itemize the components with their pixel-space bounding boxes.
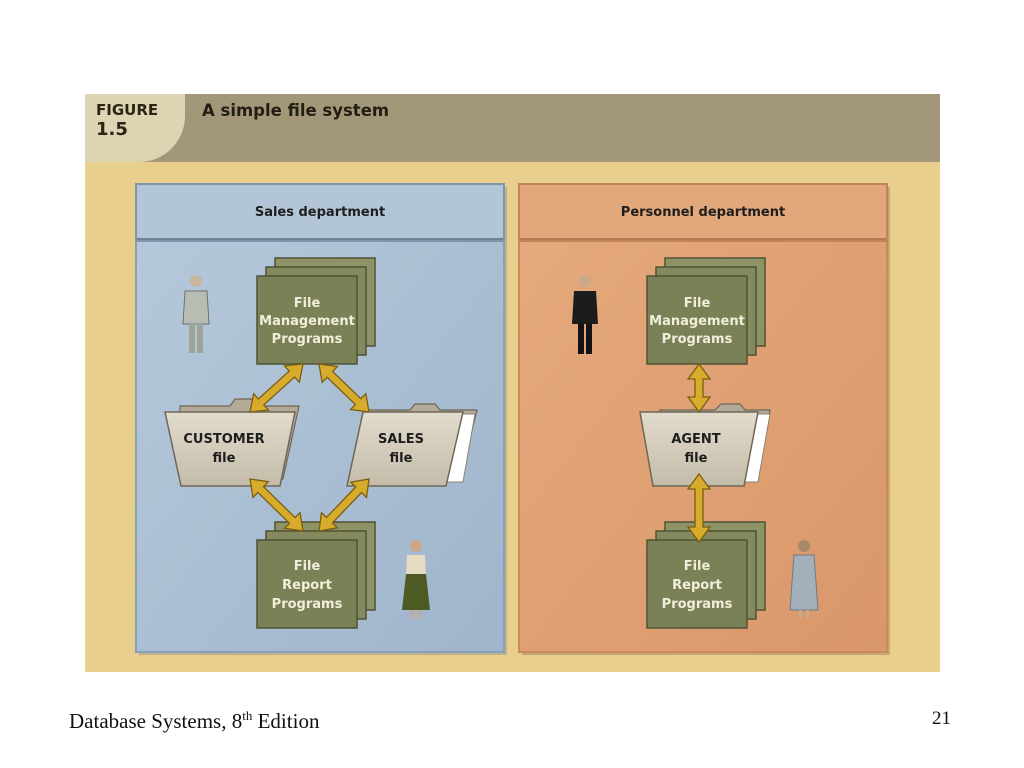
footer-title-prefix: Database Systems, 8 bbox=[69, 709, 243, 733]
arrow-agent-to-management bbox=[686, 362, 712, 414]
figure-number: 1.5 bbox=[96, 119, 128, 140]
program-label-line: File bbox=[294, 296, 321, 311]
footer-title-suffix: Edition bbox=[252, 709, 320, 733]
sales-file-label: file bbox=[390, 451, 413, 466]
program-label-line: File bbox=[684, 296, 711, 311]
sales-department-title: Sales department bbox=[255, 205, 385, 220]
personnel-department-title: Personnel department bbox=[621, 205, 785, 220]
figure-tab bbox=[85, 94, 185, 162]
figure: FIGURE 1.5 A simple file system Sa bbox=[85, 94, 940, 672]
program-label-line: File bbox=[294, 559, 321, 574]
program-label-line: Programs bbox=[272, 332, 343, 347]
footer-title-superscript: th bbox=[242, 708, 253, 723]
agent-file-label: file bbox=[685, 451, 708, 466]
personnel-report-programs: File Report Programs bbox=[646, 521, 766, 629]
person-icon-personnel-man bbox=[572, 275, 598, 354]
program-label-line: Management bbox=[649, 314, 745, 329]
arrows bbox=[249, 362, 712, 544]
figure-title: A simple file system bbox=[202, 101, 390, 120]
footer-title: Database Systems, 8th Edition bbox=[69, 708, 319, 734]
arrow-agent-to-report bbox=[686, 472, 712, 544]
program-label-line: Report bbox=[672, 578, 722, 593]
customer-file-folder: CUSTOMER file bbox=[164, 398, 300, 487]
figure-label: FIGURE bbox=[96, 101, 159, 119]
program-label-line: Programs bbox=[272, 597, 343, 612]
sales-management-programs: File Management Programs bbox=[256, 257, 376, 365]
sales-report-programs: File Report Programs bbox=[256, 521, 376, 629]
customer-file-label: file bbox=[213, 451, 236, 466]
person-icon-personnel-woman bbox=[789, 540, 819, 618]
sales-file-folder: SALES file bbox=[346, 403, 478, 487]
arrow-customer-to-management bbox=[249, 363, 304, 413]
person-icon-sales-man bbox=[182, 275, 210, 353]
agent-file-label: AGENT bbox=[671, 432, 720, 447]
arrow-sales-file-to-report bbox=[318, 478, 370, 532]
person-icon-sales-woman bbox=[402, 540, 430, 618]
sales-header bbox=[135, 183, 505, 242]
arrow-sales-file-to-management bbox=[318, 363, 370, 413]
page-number: 21 bbox=[932, 708, 951, 729]
customer-file-label: CUSTOMER bbox=[183, 432, 264, 447]
program-label-line: File bbox=[684, 559, 711, 574]
arrow-customer-to-report bbox=[249, 478, 304, 532]
program-label-line: Programs bbox=[662, 597, 733, 612]
sales-file-label: SALES bbox=[378, 432, 424, 447]
personnel-header bbox=[518, 183, 888, 242]
program-label-line: Programs bbox=[662, 332, 733, 347]
agent-file-folder: AGENT file bbox=[639, 403, 771, 487]
personnel-management-programs: File Management Programs bbox=[646, 257, 766, 365]
program-label-line: Report bbox=[282, 578, 332, 593]
figure-header: FIGURE 1.5 A simple file system bbox=[85, 94, 940, 162]
program-label-line: Management bbox=[259, 314, 355, 329]
diagram: Sales department Personnel department Fi… bbox=[135, 183, 890, 655]
